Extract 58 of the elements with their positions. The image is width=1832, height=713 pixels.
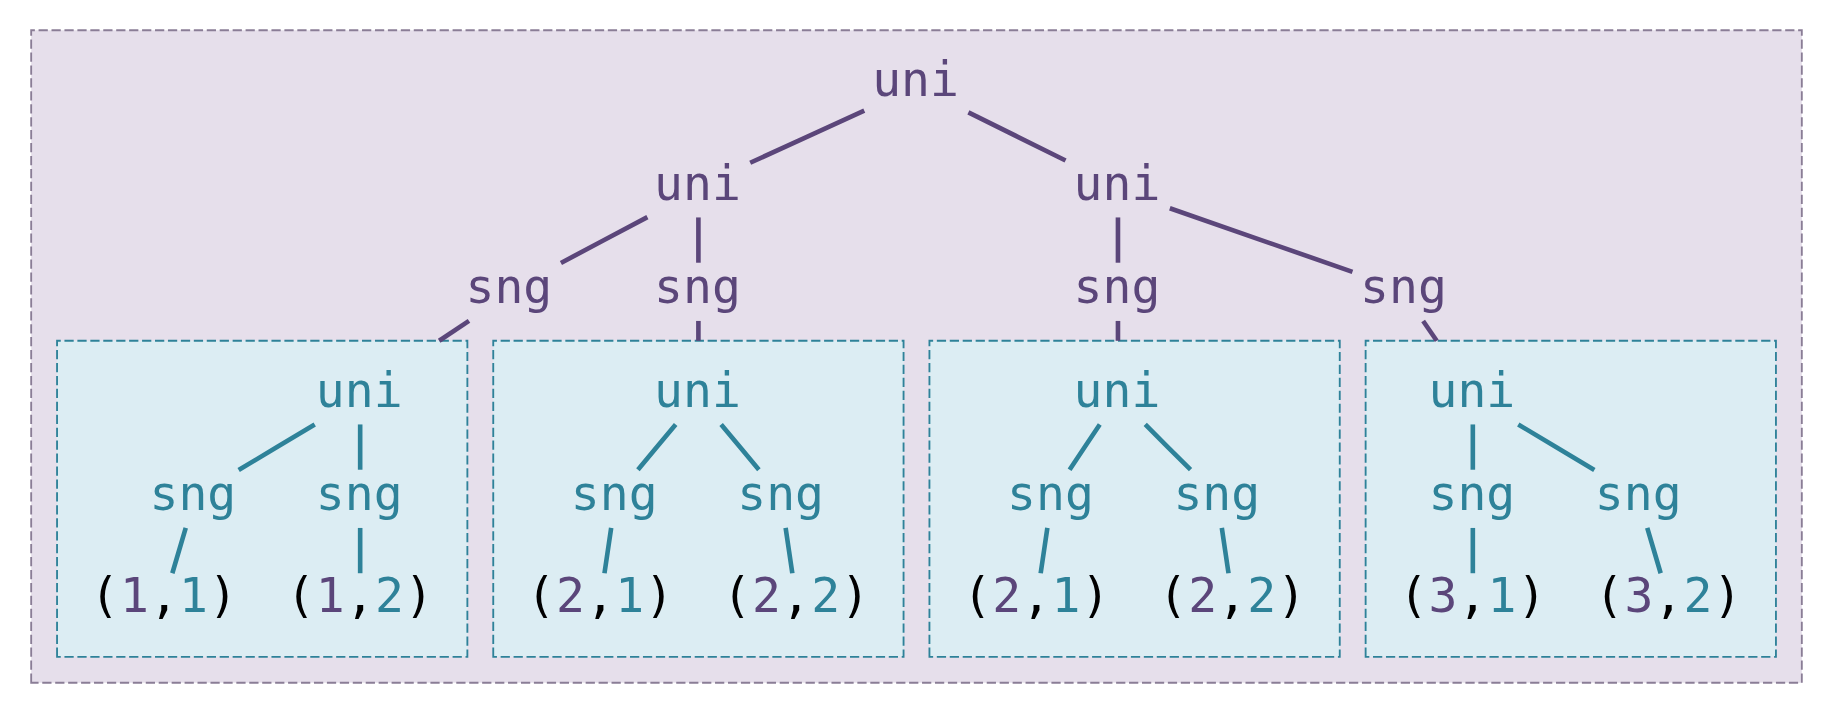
node-text: sng [1006,465,1094,522]
node-text: sng [1172,465,1260,522]
cluster [491,339,904,658]
connector [1115,320,1120,341]
cluster [29,29,1803,684]
connector [695,217,701,263]
connector [1644,527,1663,574]
node-text: (1,2) [285,567,433,624]
connector [718,422,761,472]
connector [782,527,795,574]
node-text: sng [1427,465,1515,522]
connector [357,424,362,470]
node-text: sng [653,258,741,315]
cluster [928,339,1341,658]
connector [1420,319,1439,343]
connector [1115,217,1120,263]
node-text: sng [1359,258,1447,315]
node-text: sng [315,465,403,522]
node-text: sng [1073,258,1160,315]
node-text: (2,1) [526,567,674,624]
connector [437,319,470,343]
node-text: uni [871,51,959,108]
connector [601,527,613,574]
connector [169,527,188,574]
cluster [55,339,468,658]
connector [559,215,648,265]
node-text: uni [653,361,741,418]
node-text: (2,1) [962,567,1110,624]
connector [748,108,865,165]
connector [1037,527,1050,574]
connector [1168,206,1353,275]
node-text: sng [736,465,824,522]
node-text: uni [1073,154,1160,211]
connector [966,110,1067,163]
connector [1219,527,1231,574]
connector [695,320,701,341]
cluster [1364,339,1777,658]
node-text: sng [570,465,658,522]
node-text: (1,1) [89,567,238,624]
node-text: sng [465,258,552,315]
node-text: (2,2) [721,567,870,624]
connector [1470,527,1475,574]
node-text: (2,2) [1158,567,1306,624]
node-text: (3,1) [1398,567,1546,624]
connector [1067,423,1102,471]
connector [1143,422,1192,472]
node-text: sng [148,465,236,522]
connector [1516,422,1596,473]
node-text: sng [1594,465,1682,522]
node-text: (3,2) [1594,567,1742,624]
node-text: uni [315,361,403,418]
node-text: uni [1427,361,1515,418]
connector [236,422,316,473]
connector [1470,424,1475,470]
node-text: uni [1073,361,1160,418]
connector [635,422,677,472]
connector [357,527,362,574]
node-text: uni [653,154,741,211]
